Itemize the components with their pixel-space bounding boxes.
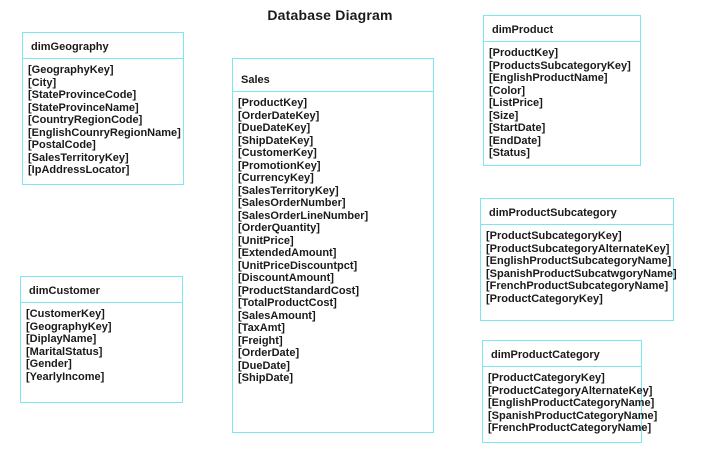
table-header: dimGeography <box>23 33 183 59</box>
field-row: [SalesAmount] <box>238 309 316 322</box>
field-row: [SalesOrderLineNumber] <box>238 209 369 222</box>
field-row: [ShipDate] <box>238 372 293 384</box>
field-row: [SpanishProductSubcatwgoryName] <box>486 267 677 280</box>
field-row: [Status] <box>489 147 530 159</box>
field-row: [StateProvinceCode] <box>28 89 137 101</box>
field-row: [StartDate] <box>489 122 546 134</box>
field-row: [UnitPriceDiscountpct] <box>238 259 358 272</box>
field-row: [OrderDate] <box>238 347 300 359</box>
table-field-list: [ProductSubcategoryKey][ProductSubcatego… <box>481 225 677 305</box>
table-title: dimProductCategory <box>491 349 600 361</box>
table-header: dimProductSubcategory <box>481 199 673 225</box>
field-row: [EnglishProductName] <box>489 72 608 84</box>
field-row: [FrenchProductCategoryName] <box>488 422 652 434</box>
field-row: [OrderQuantity] <box>238 222 320 234</box>
table-header: dimProductCategory <box>483 341 641 367</box>
field-row: [ProductCategoryKey] <box>486 292 603 305</box>
field-row: [ProductSubcategoryAlternateKey] <box>486 242 670 255</box>
table-field-list: [ProductKey][OrderDateKey][DueDateKey][S… <box>233 92 433 385</box>
field-row: [SalesTerritoryKey] <box>28 151 129 164</box>
field-row: [TotalProductCost] <box>238 297 337 309</box>
field-row: [GeographyKey] <box>28 64 114 76</box>
field-row: [ProductSubcategoryKey] <box>486 230 622 242</box>
field-row: [EnglishProductSubcategoryName] <box>486 255 672 267</box>
table-title: dimProductSubcategory <box>489 207 617 219</box>
table-field-list: [GeographyKey][City][StateProvinceCode][… <box>23 59 183 177</box>
table-dimproduct[interactable]: dimProduct [ProductKey][ProductsSubcateg… <box>483 15 641 166</box>
table-title: Sales <box>241 74 270 86</box>
field-row: [PostalCode] <box>28 139 96 151</box>
table-header: dimProduct <box>484 16 640 42</box>
page-title: Database Diagram <box>267 7 393 23</box>
field-row: [Size] <box>489 109 519 122</box>
field-row: [CustomerKey] <box>238 147 317 159</box>
field-row: [IpAddressLocator] <box>28 164 130 176</box>
field-row: [ListPrice] <box>489 97 543 109</box>
field-row: [DiplayName] <box>26 333 97 345</box>
field-row: [GeographyKey] <box>26 320 112 333</box>
field-row: [StateProvinceName] <box>28 101 139 114</box>
field-row: [SalesTerritoryKey] <box>238 184 339 197</box>
field-row: [ExtendedAmount] <box>238 247 337 259</box>
table-field-list: [CustomerKey][GeographyKey][DiplayName][… <box>21 303 182 383</box>
table-dimproductcategory[interactable]: dimProductCategory [ProductCategoryKey][… <box>482 340 658 443</box>
table-dimproductsubcategory[interactable]: dimProductSubcategory [ProductSubcategor… <box>480 198 677 321</box>
field-row: [DueDateKey] <box>238 122 311 134</box>
table-dimgeography[interactable]: dimGeography [GeographyKey][City][StateP… <box>22 32 184 185</box>
table-field-list: [ProductCategoryKey][ProductCategoryAlte… <box>483 367 658 435</box>
field-row: [ProductKey] <box>489 47 559 59</box>
table-field-list: [ProductKey][ProductsSubcategoryKey][Eng… <box>484 42 640 160</box>
field-row: [UnitPrice] <box>238 234 294 247</box>
field-row: [SalesOrderNumber] <box>238 197 346 209</box>
field-row: [ProductStandardCost] <box>238 284 359 297</box>
field-row: [EnglishCounryRegionName] <box>28 126 181 139</box>
field-row: [Freight] <box>238 334 283 347</box>
field-row: [YearlyIncome] <box>26 370 105 383</box>
field-row: [MaritalStatus] <box>26 345 103 358</box>
field-row: [ShipDateKey] <box>238 134 314 147</box>
field-row: [ProductKey] <box>238 97 308 109</box>
field-row: [PromotionKey] <box>238 159 321 172</box>
field-row: [City] <box>28 76 57 89</box>
field-row: [OrderDateKey] <box>238 109 320 122</box>
field-row: [DiscountAmount] <box>238 272 334 284</box>
field-row: [TaxAmt] <box>238 322 285 334</box>
field-row: [CurrencyKey] <box>238 172 314 184</box>
table-sales[interactable]: Sales [ProductKey][OrderDateKey][DueDate… <box>232 58 434 433</box>
field-row: [ProductCategoryKey] <box>488 372 605 384</box>
table-dimcustomer[interactable]: dimCustomer [CustomerKey][GeographyKey][… <box>20 276 183 403</box>
field-row: [EndDate] <box>489 134 541 147</box>
field-row: [CountryRegionCode] <box>28 114 143 126</box>
field-row: [FrenchProductSubcategoryName] <box>486 280 669 292</box>
field-row: [ProductsSubcategoryKey] <box>489 59 631 72</box>
field-row: [EnglishProductCategoryName] <box>488 397 655 409</box>
table-title: dimProduct <box>492 24 554 36</box>
field-row: [ProductCategoryAlternateKey] <box>488 384 653 397</box>
field-row: [SpanishProductCategoryName] <box>488 409 658 422</box>
table-header: Sales <box>233 59 433 92</box>
field-row: [Color] <box>489 84 526 97</box>
table-title: dimCustomer <box>29 285 100 297</box>
field-row: [Gender] <box>26 358 72 370</box>
field-row: [DueDate] <box>238 359 290 372</box>
table-header: dimCustomer <box>21 277 182 303</box>
field-row: [CustomerKey] <box>26 308 105 320</box>
table-title: dimGeography <box>31 41 109 53</box>
